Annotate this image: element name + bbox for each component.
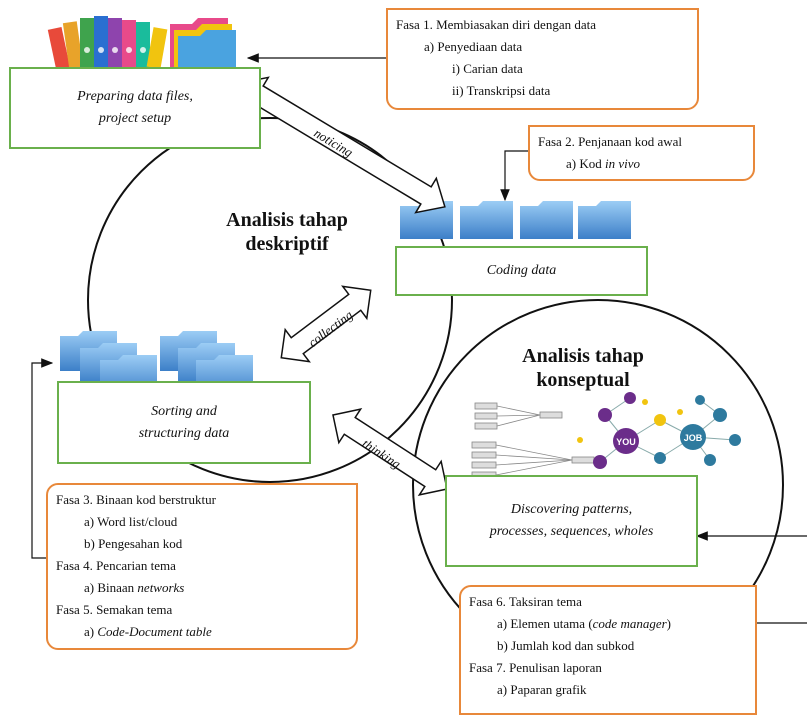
fasa6-item-a: a) Elemen utama (code manager) <box>469 613 747 635</box>
fasa1-item-i: i) Carian data <box>452 61 523 76</box>
network-label-you: YOU <box>616 437 636 447</box>
fasa5-title: Fasa 5. Semakan tema <box>56 602 173 617</box>
fasa7-item-a: a) Paparan grafik <box>497 682 587 697</box>
fasa1-item-a: a) Penyediaan data <box>424 39 523 54</box>
fasa2-item-a-text: a) Kod <box>566 156 605 171</box>
fasa6-item-b: b) Jumlah kod dan subkod <box>497 638 635 653</box>
connector-lines <box>31 53 807 624</box>
fasa5-item-a-text: a) <box>84 624 98 639</box>
network-graph-icon <box>471 402 595 479</box>
discovering-line1: Discovering patterns, <box>510 502 633 517</box>
coding-folders-icon <box>400 201 631 239</box>
fasa1-item-ii: ii) Transkripsi data <box>452 83 551 98</box>
fasa2-box: Fasa 2. Penjanaan kod awal a) Kod in viv… <box>528 125 755 181</box>
fasa3-5-box: Fasa 3. Binaan kod berstruktur a) Word l… <box>46 483 358 650</box>
sorting-line2: structuring data <box>138 425 230 441</box>
fasa6-title: Fasa 6. Taksiran tema <box>469 594 582 609</box>
fasa3-item-a: a) Word list/cloud <box>84 514 178 529</box>
fasa3-title: Fasa 3. Binaan kod berstruktur <box>56 492 216 507</box>
descriptive-heading-line1: Analisis tahap <box>226 209 348 231</box>
fasa5-item-a: a) Code-Document table <box>56 621 348 643</box>
conceptual-heading-line1: Analisis tahap <box>522 345 644 367</box>
binders-icon <box>47 16 168 71</box>
sorting-line1: Sorting and <box>151 403 217 419</box>
fasa2-item-a-italic: in vivo <box>605 156 641 171</box>
fasa1-title: Fasa 1. Membiasakan diri dengan data <box>396 17 596 32</box>
preparing-line2: project setup <box>98 111 172 126</box>
fasa4-title: Fasa 4. Pencarian tema <box>56 558 176 573</box>
descriptive-heading-line2: deskriptif <box>245 233 329 255</box>
coding-data-box: Coding data <box>395 246 648 296</box>
discovering-line2: processes, sequences, wholes <box>489 524 654 539</box>
fasa2-title: Fasa 2. Penjanaan kod awal <box>538 134 683 149</box>
fasa4-item-a-text: a) Binaan <box>84 580 138 595</box>
descriptive-stage-heading: Analisis tahap deskriptif <box>212 208 362 256</box>
fasa4-item-a: a) Binaan networks <box>56 577 348 599</box>
fasa7-title: Fasa 7. Penulisan laporan <box>469 660 602 675</box>
fasa6-item-a-italic: code manager <box>592 616 667 631</box>
fasa6-7-box: Fasa 6. Taksiran tema a) Elemen utama (c… <box>459 585 757 715</box>
sorting-data-box: Sorting and structuring data <box>57 381 311 464</box>
preparing-data-box: Preparing data files, project setup <box>9 67 261 149</box>
network-label-job: JOB <box>684 433 703 443</box>
fasa5-item-a-italic: Code-Document table <box>97 624 212 639</box>
fasa1-box: Fasa 1. Membiasakan diri dengan data a) … <box>386 8 699 110</box>
conceptual-heading-line2: konseptual <box>536 369 630 391</box>
fasa2-item-a: a) Kod in vivo <box>538 153 745 175</box>
fasa6-item-a-text: a) Elemen utama ( <box>497 616 593 631</box>
discovering-patterns-box: Discovering patterns, processes, sequenc… <box>445 475 698 567</box>
concept-network-icon: YOU JOB <box>577 392 741 469</box>
preparing-line1: Preparing data files, <box>77 89 193 104</box>
fasa3-item-b: b) Pengesahan kod <box>84 536 183 551</box>
collecting-arrow <box>280 285 372 363</box>
descriptive-cycle-circle <box>87 117 453 483</box>
coding-line1: Coding data <box>486 263 557 278</box>
conceptual-stage-heading: Analisis tahap konseptual <box>508 344 658 392</box>
fasa6-item-a-suffix: ) <box>666 616 672 631</box>
fasa4-item-a-italic: networks <box>137 580 185 595</box>
